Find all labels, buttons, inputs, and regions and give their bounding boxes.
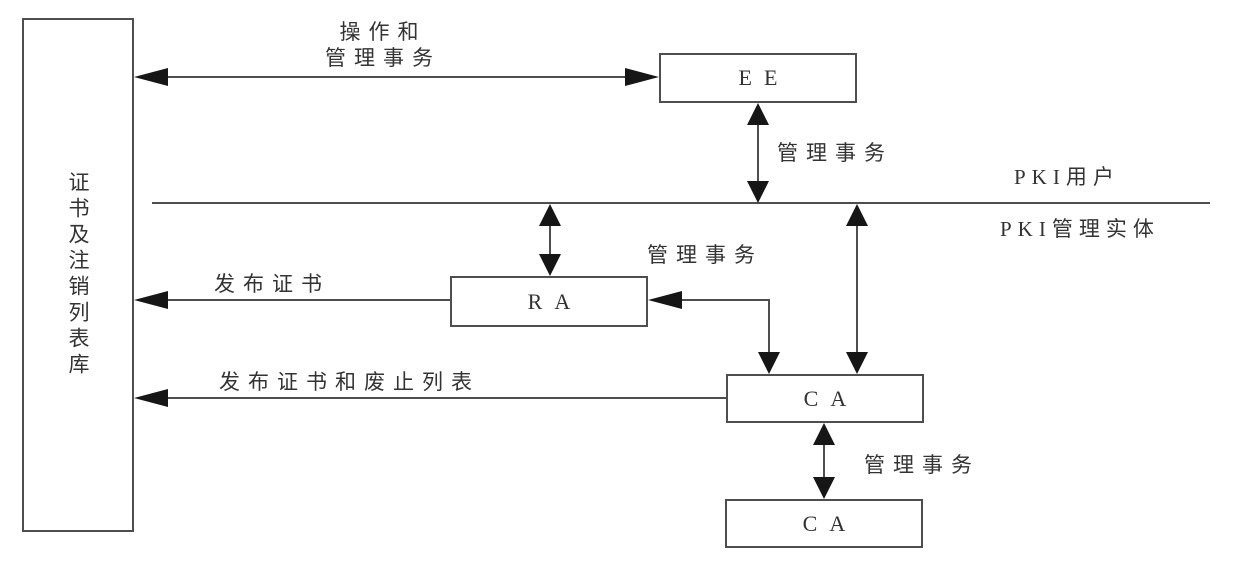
label-operation-management: 操作和 管理事务 xyxy=(283,19,483,71)
arrow-ca-ca-shaft xyxy=(823,441,825,481)
label-publish-certificate-crl: 发布证书和废止列表 xyxy=(219,370,480,394)
arrow-repo-ee-head-left-icon xyxy=(134,68,168,86)
arrow-ra-repo-shaft xyxy=(166,299,450,301)
arrow-line-ra-shaft xyxy=(549,222,551,258)
ra-box: RA xyxy=(450,276,648,327)
arrow-line-ca-head-down-icon xyxy=(846,352,868,374)
label-pki-management-entity: PKI管理实体 xyxy=(1000,217,1160,241)
arrow-ca-ra-head-left-icon xyxy=(648,291,682,309)
ee-box: EE xyxy=(659,53,857,103)
arrow-ca-repo-head-left-icon xyxy=(134,389,168,407)
arrow-ca-ca-head-down-icon xyxy=(813,477,835,499)
arrow-repo-ee-shaft xyxy=(166,76,626,78)
label-publish-certificate: 发布证书 xyxy=(214,272,330,296)
arrow-repo-ee-head-right-icon xyxy=(625,68,659,86)
ca-bottom-label: CA xyxy=(802,510,858,536)
ca-top-label: CA xyxy=(803,385,859,411)
repository-label: 证书及注销列表库 xyxy=(66,171,90,379)
label-ra-management: 管理事务 xyxy=(647,243,763,267)
arrow-line-ra-head-down-icon xyxy=(539,254,561,276)
arrow-line-ca-shaft xyxy=(856,222,858,354)
arrow-line-ra-head-up-icon xyxy=(539,204,561,226)
arrow-ee-line-shaft xyxy=(757,121,759,183)
label-operation-management-line1: 操作和 xyxy=(339,20,427,44)
ra-label: RA xyxy=(527,288,583,314)
arrow-line-ca-head-up-icon xyxy=(846,204,868,226)
ca-top-box: CA xyxy=(726,374,924,423)
arrow-ca-ca-head-up-icon xyxy=(813,423,835,445)
arrow-ca-repo-shaft xyxy=(166,397,726,399)
arrow-ca-ra-shaft-vertical xyxy=(768,299,770,354)
arrow-ee-line-head-up-icon xyxy=(747,103,769,125)
label-ee-management: 管理事务 xyxy=(777,141,893,165)
arrow-ca-ra-shaft-horizontal xyxy=(680,299,770,301)
repository-box: 证书及注销列表库 xyxy=(22,18,134,532)
arrow-ra-repo-head-left-icon xyxy=(134,291,168,309)
pki-separator-line xyxy=(152,202,1210,204)
ca-bottom-box: CA xyxy=(725,499,923,548)
label-operation-management-line2: 管理事务 xyxy=(325,46,441,70)
label-pki-user: PKI用户 xyxy=(1014,165,1120,189)
ee-label: EE xyxy=(738,65,790,90)
arrow-ee-line-head-down-icon xyxy=(747,181,769,203)
label-ca-management: 管理事务 xyxy=(864,453,980,477)
arrow-ca-ra-head-down-icon xyxy=(758,352,780,374)
